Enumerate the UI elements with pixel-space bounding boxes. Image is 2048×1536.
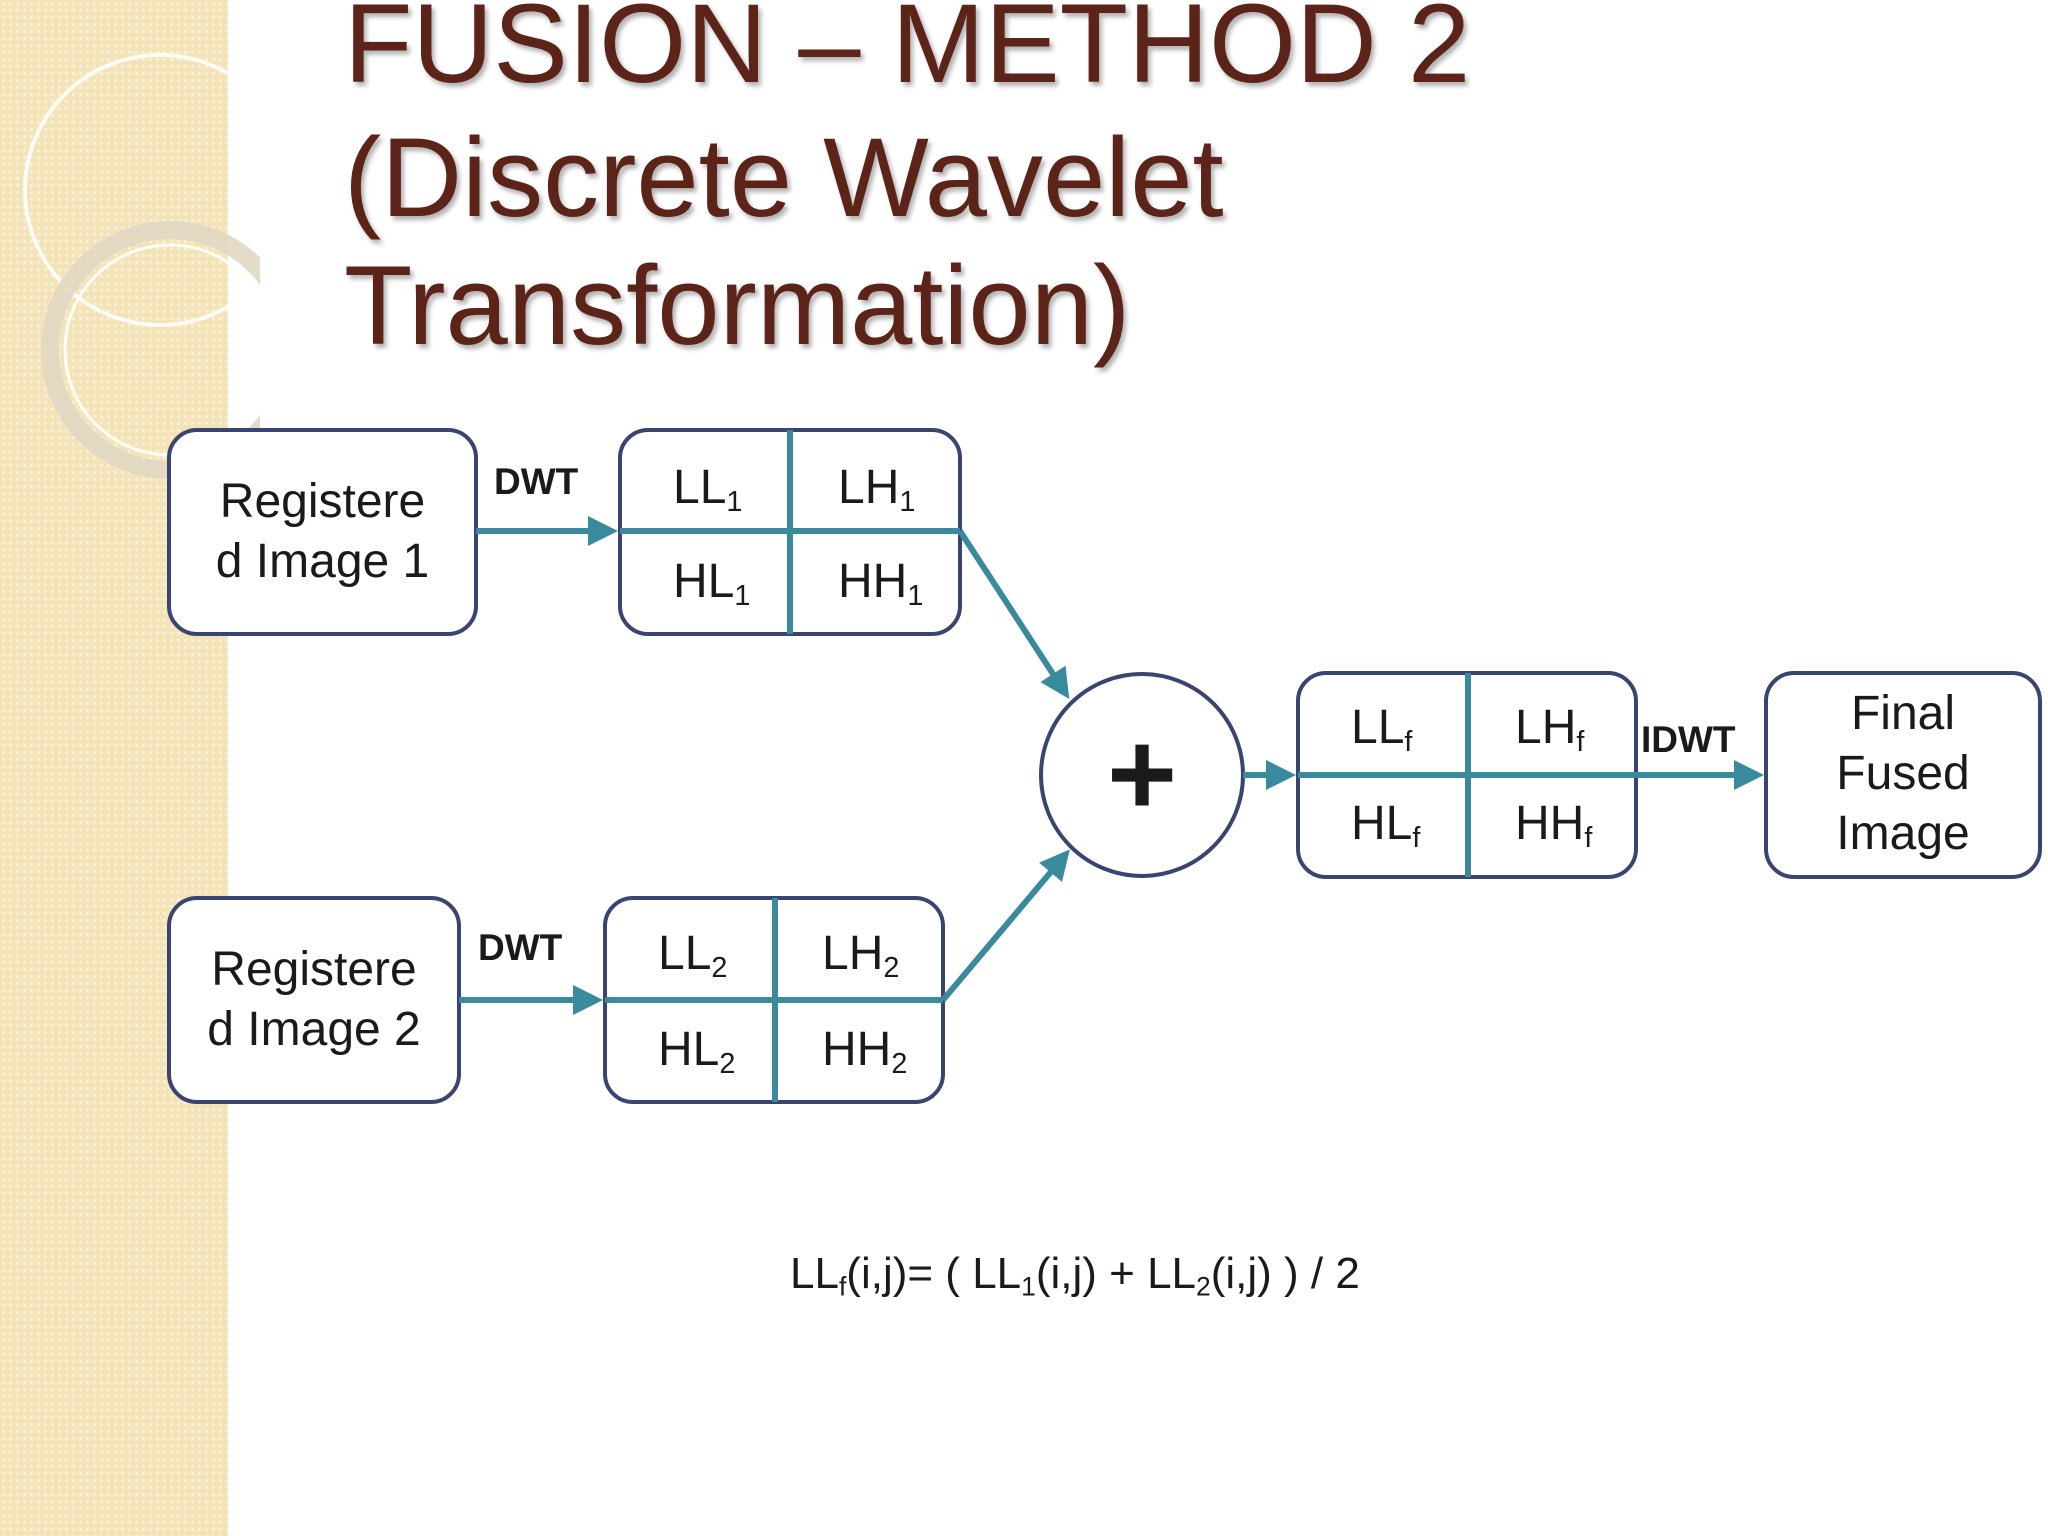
grid1-hl: HL1 — [673, 555, 751, 613]
input-2-label: Registere d Image 2 — [207, 943, 421, 1056]
gridf-lh: LHf — [1515, 701, 1585, 759]
grid2-ll: LL2 — [658, 927, 728, 985]
gridf-hh: HHf — [1515, 797, 1593, 855]
input-1-label: Registere d Image 1 — [215, 475, 430, 588]
title-line-3: Transformation) — [344, 243, 1131, 368]
fusion-formula: LLf(i,j)= ( LL1(i,j) + LL2(i,j) ) / 2 — [790, 1249, 1360, 1302]
connector-to-sum-1 — [957, 529, 1070, 700]
title-line-1: FUSION – METHOD 2 — [344, 0, 1471, 106]
grid2-hh: HH2 — [822, 1023, 908, 1081]
connector-to-sum-2 — [940, 849, 1070, 1002]
grid2-lh: LH2 — [822, 927, 900, 985]
grid1-lh: LH1 — [838, 461, 916, 519]
gridf-ll: LLf — [1351, 701, 1413, 759]
gridf-hl: HLf — [1351, 797, 1421, 855]
output-box — [1764, 671, 2042, 879]
dwt-label-2: DWT — [478, 927, 563, 968]
output-label: Final Fused Image — [1836, 687, 1970, 860]
title-line-2: (Discrete Wavelet — [344, 115, 1224, 240]
grid1-hh: HH1 — [838, 555, 924, 613]
idwt-label: IDWT — [1641, 719, 1736, 760]
sidebar-texture — [0, 0, 228, 1536]
grid2-hl: HL2 — [658, 1023, 736, 1081]
plus-sign: + — [1106, 707, 1178, 841]
grid1-ll: LL1 — [673, 461, 743, 519]
dwt-label-1: DWT — [494, 461, 579, 502]
